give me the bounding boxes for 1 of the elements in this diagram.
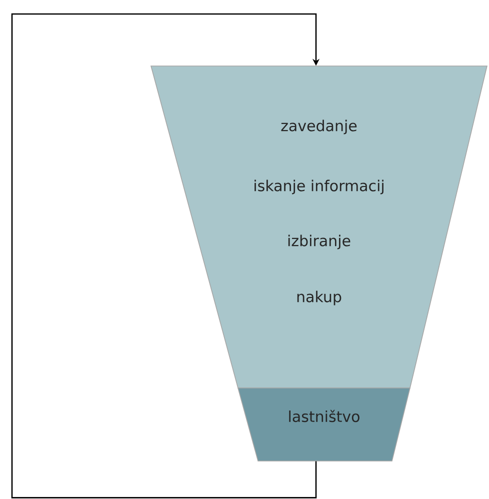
loop-arrow [11,13,320,498]
